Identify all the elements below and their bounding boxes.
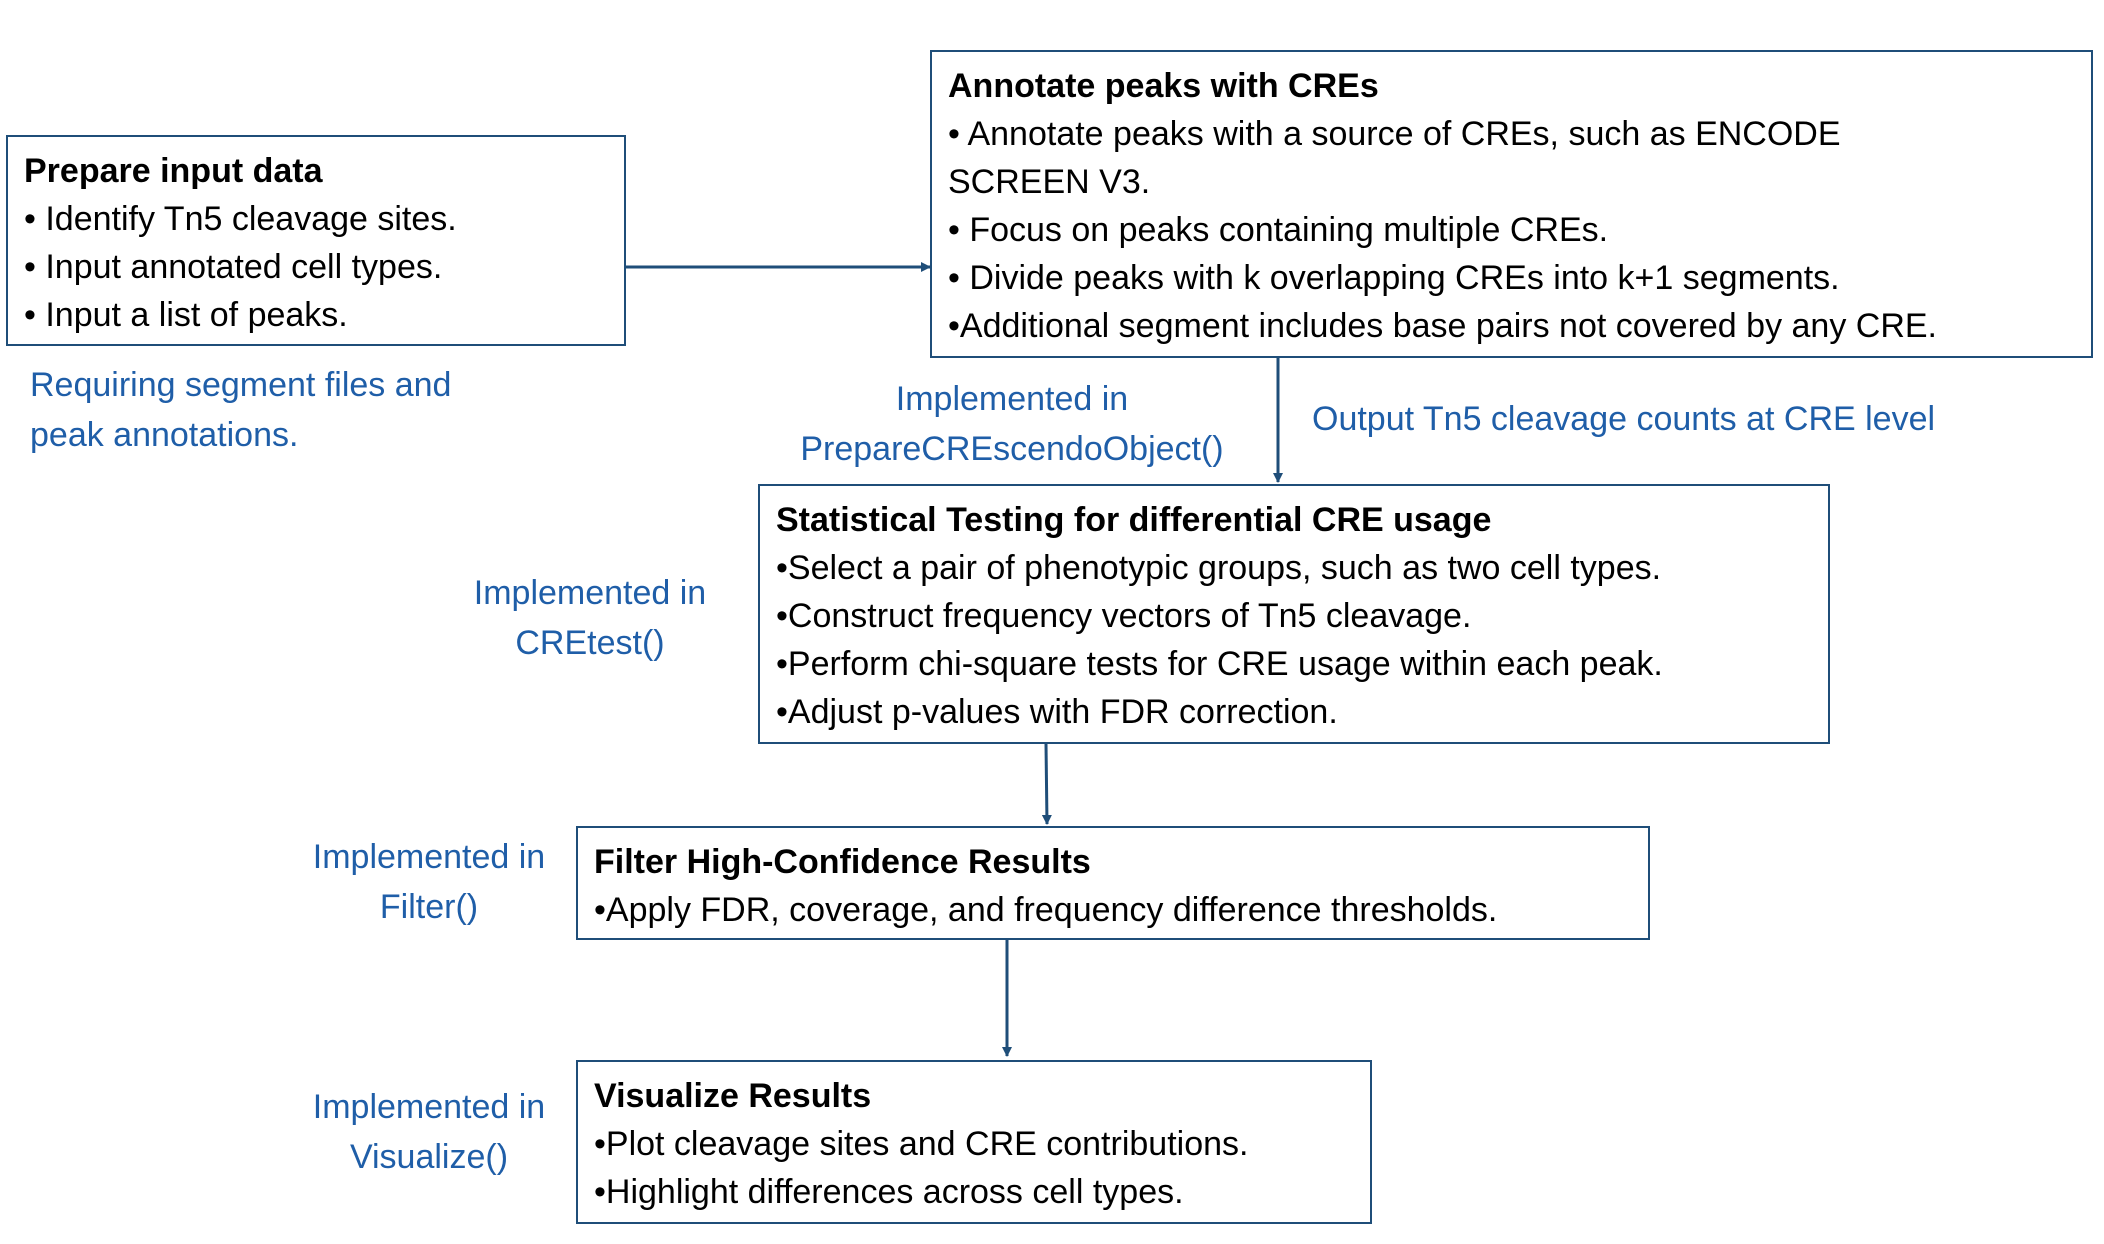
visualize-impl-note: Implemented in Visualize() [284,1082,574,1182]
cretest-impl-note: Implemented in CREtest() [446,568,734,668]
prepare-input-line: • Identify Tn5 cleavage sites. [24,200,457,238]
note-line: peak annotations. [30,416,299,454]
note-line: Implemented in [312,1088,546,1126]
note-line: Requiring segment files and [30,366,452,404]
statistical-testing-line: •Construct frequency vectors of Tn5 clea… [776,597,1472,635]
statistical-testing-line: •Select a pair of phenotypic groups, suc… [776,549,1662,587]
visualize-results-line: •Plot cleavage sites and CRE contributio… [594,1125,1249,1163]
filter-results-line: •Apply FDR, coverage, and frequency diff… [594,891,1498,929]
visualize-results-line: •Highlight differences across cell types… [594,1173,1184,1211]
requiring-files-note: Requiring segment files and peak annotat… [30,360,451,460]
note-line: Implemented in [895,380,1129,418]
prepare-input-title: Prepare input data [24,152,323,190]
filter-impl-note: Implemented in Filter() [284,832,574,932]
output-counts-note: Output Tn5 cleavage counts at CRE level [1312,394,1935,444]
note-line: Visualize() [349,1138,509,1176]
annotate-peaks-line: • Focus on peaks containing multiple CRE… [948,211,1609,249]
annotate-peaks-line: SCREEN V3. [948,163,1151,201]
note-line: Implemented in [473,574,707,612]
prepare-input-line: • Input annotated cell types. [24,248,443,286]
annotate-peaks-line: • Annotate peaks with a source of CREs, … [948,115,1841,153]
filter-results-title: Filter High-Confidence Results [594,843,1091,881]
visualize-results-title: Visualize Results [594,1077,872,1115]
statistical-testing-line: •Adjust p-values with FDR correction. [776,693,1338,731]
arrow-stat-to-filter [1041,743,1052,825]
annotate-peaks-line: • Divide peaks with k overlapping CREs i… [948,259,1840,297]
note-line: Implemented in [312,838,546,876]
note-line: PrepareCREscendoObject() [800,430,1224,468]
note-line: CREtest() [515,624,665,662]
annotate-peaks-title: Annotate peaks with CREs [948,67,1379,105]
prepare-object-impl-note: Implemented in PrepareCREscendoObject() [762,374,1262,474]
statistical-testing-box: Statistical Testing for differential CRE… [758,484,1830,744]
statistical-testing-title: Statistical Testing for differential CRE… [776,501,1492,539]
filter-results-box: Filter High-Confidence Results •Apply FD… [576,826,1650,940]
prepare-input-line: • Input a list of peaks. [24,296,348,334]
note-line: Output Tn5 cleavage counts at CRE level [1312,400,1936,438]
visualize-results-box: Visualize Results •Plot cleavage sites a… [576,1060,1372,1224]
annotate-peaks-box: Annotate peaks with CREs • Annotate peak… [930,50,2093,358]
statistical-testing-line: •Perform chi-square tests for CRE usage … [776,645,1663,683]
note-line: Filter() [379,888,479,926]
prepare-input-box: Prepare input data • Identify Tn5 cleava… [6,135,626,346]
annotate-peaks-line: •Additional segment includes base pairs … [948,307,1938,345]
